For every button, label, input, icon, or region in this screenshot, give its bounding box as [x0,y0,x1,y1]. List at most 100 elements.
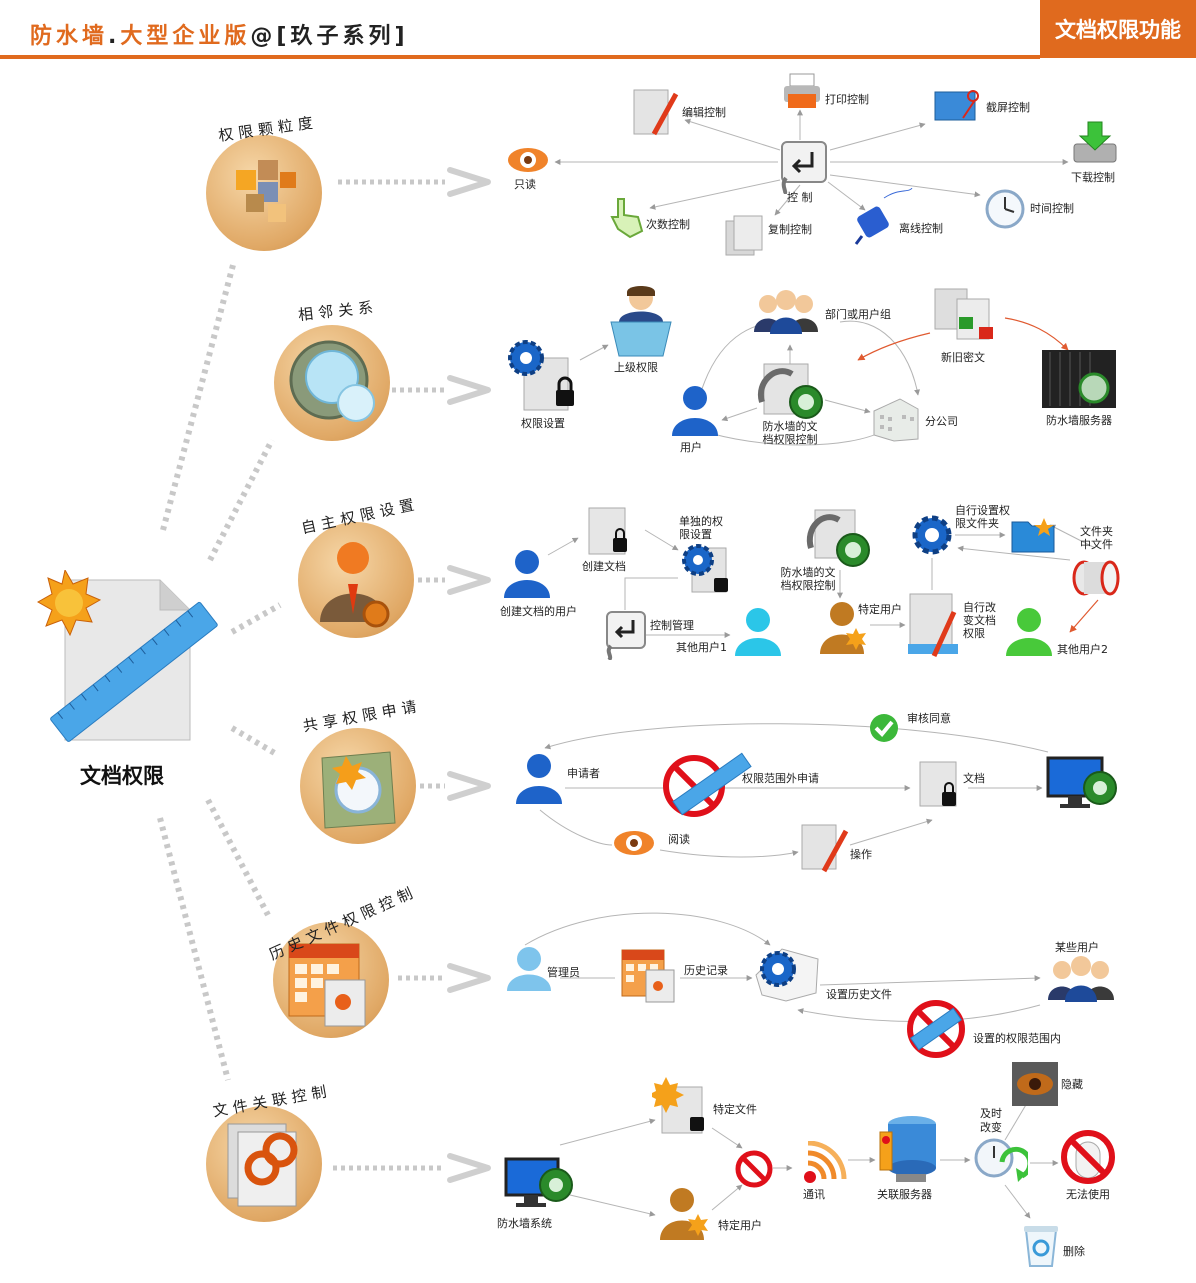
user-orange-icon [820,602,866,654]
series-close: ] [394,24,409,49]
no-mouse-icon [1061,1130,1115,1184]
edit-doc-icon [801,824,849,873]
label-folder-1: 文件夹 [1080,525,1113,538]
label-applicant: 申请者 [567,767,600,780]
label-download-control: 下载控制 [1071,171,1115,184]
pipe-icon [1072,560,1120,596]
label-document: 文档 [963,772,985,785]
label-count-control: 次数控制 [646,218,690,231]
label-dept-or-group: 部门或用户组 [825,308,891,321]
calendar-icon [288,943,366,1027]
label-operate: 操作 [850,848,872,861]
label-self-change-1: 自行改 [963,601,996,614]
label-read: 阅读 [668,833,690,846]
locked-doc-icon [919,761,957,807]
specific-file-icon [652,1077,704,1134]
category-circle-granularity [206,135,322,251]
cube-icon [236,160,296,222]
label-specific-file: 特定文件 [713,1103,757,1116]
monitor-icon [1046,756,1117,808]
label-delete: 删除 [1063,1245,1085,1258]
superior-user-icon [610,286,672,357]
calendar-icon [621,949,675,1003]
label-communication: 通讯 [803,1188,825,1201]
control-key-icon [606,611,646,660]
building-icon [873,398,919,442]
label-timely-2: 改变 [980,1121,1002,1134]
printer-icon [784,73,820,108]
label-hide: 隐藏 [1061,1078,1083,1091]
label-control: 控 制 [787,191,813,204]
recycle-bin-icon [1024,1226,1058,1267]
brand-dot: . [108,24,121,49]
label-doc-control-1: 防水墙的文 [762,420,818,433]
label-folder-2: 中文件 [1080,538,1113,551]
label-firewall-system: 防水墙系统 [497,1217,552,1230]
category-circle-history [273,922,389,1038]
row3-lines [547,524,1096,638]
label-timely-1: 及时 [980,1107,1002,1120]
row4-lines [539,723,1049,858]
branch-arrows [333,179,445,1171]
edition-text: 大型企业版 [120,24,251,49]
label-edit-control: 编辑控制 [682,106,726,119]
label-superior-permission: 上级权限 [614,361,658,374]
label-create-doc: 创建文档 [582,560,626,573]
label-single-perm-2: 限设置 [679,528,712,541]
trunk-lines [157,264,282,1081]
category-circle-share-request [300,728,416,844]
gear-icon [912,515,952,555]
server-rack-icon [1042,350,1116,408]
prohibited-icon [735,1150,773,1188]
label-unusable: 无法使用 [1066,1188,1110,1201]
pointer-hand-icon [610,198,644,239]
label-offline-control: 离线控制 [899,222,943,235]
user-orange-icon [660,1188,708,1240]
header-divider [0,55,1040,59]
label-creator-user: 创建文档的用户 [500,605,577,618]
user-blue-icon [504,550,550,598]
tab-title: 文档权限功能 [1055,18,1181,42]
control-key-icon [781,141,827,194]
category-circle-adjacency [274,325,390,441]
user-green-icon [1006,608,1052,656]
main-label: 文档权限 [80,764,164,788]
monitor-icon [504,1157,573,1207]
label-branch: 分公司 [925,415,958,428]
label-single-perm-1: 单独的权 [679,515,723,528]
series-text: 玖子系列 [290,24,395,49]
linked-files-icon [227,1123,298,1207]
eye-icon [508,148,548,172]
user-cyan-icon [735,608,781,656]
user-group-icon [754,290,818,334]
at-sign: @ [250,24,277,49]
refresh-clock-icon [974,1138,1028,1182]
gear-doc-icon [682,544,728,593]
label-some-users: 某些用户 [1055,941,1099,954]
label-admin: 管理员 [547,966,580,979]
label-read-only: 只读 [514,178,536,191]
screenshot-icon [934,90,979,121]
label-firewall-server: 防水墙服务器 [1046,414,1112,427]
bubbles-icon [289,340,375,422]
brand-text: 防水墙 [30,24,109,49]
label-time-control: 时间控制 [1030,202,1074,215]
hide-eye-icon [1012,1062,1058,1106]
doc-permission-control-icon [806,509,870,567]
category-circle-association [206,1106,322,1222]
prohibited-ruler-icon [663,752,752,817]
label-self-change-2: 变文档 [963,614,996,627]
label-other-user2: 其他用户2 [1057,643,1108,656]
category-circle-self-setting [298,522,414,638]
doc-permission-control-icon [757,363,823,419]
label-doc-control-2: 档权限控制 [762,433,818,446]
share-folder-icon [321,751,396,829]
label-self-folder-1: 自行设置权 [955,504,1010,517]
prohibited-ruler-icon [907,1000,965,1058]
label-other-user1: 其他用户1 [676,641,727,654]
label-history: 历史记录 [684,964,728,977]
label-doc-control-2: 档权限控制 [780,579,836,592]
label-self-change-3: 权限 [963,627,985,640]
history-gear-icon [755,948,819,1002]
eye-icon [614,831,654,855]
